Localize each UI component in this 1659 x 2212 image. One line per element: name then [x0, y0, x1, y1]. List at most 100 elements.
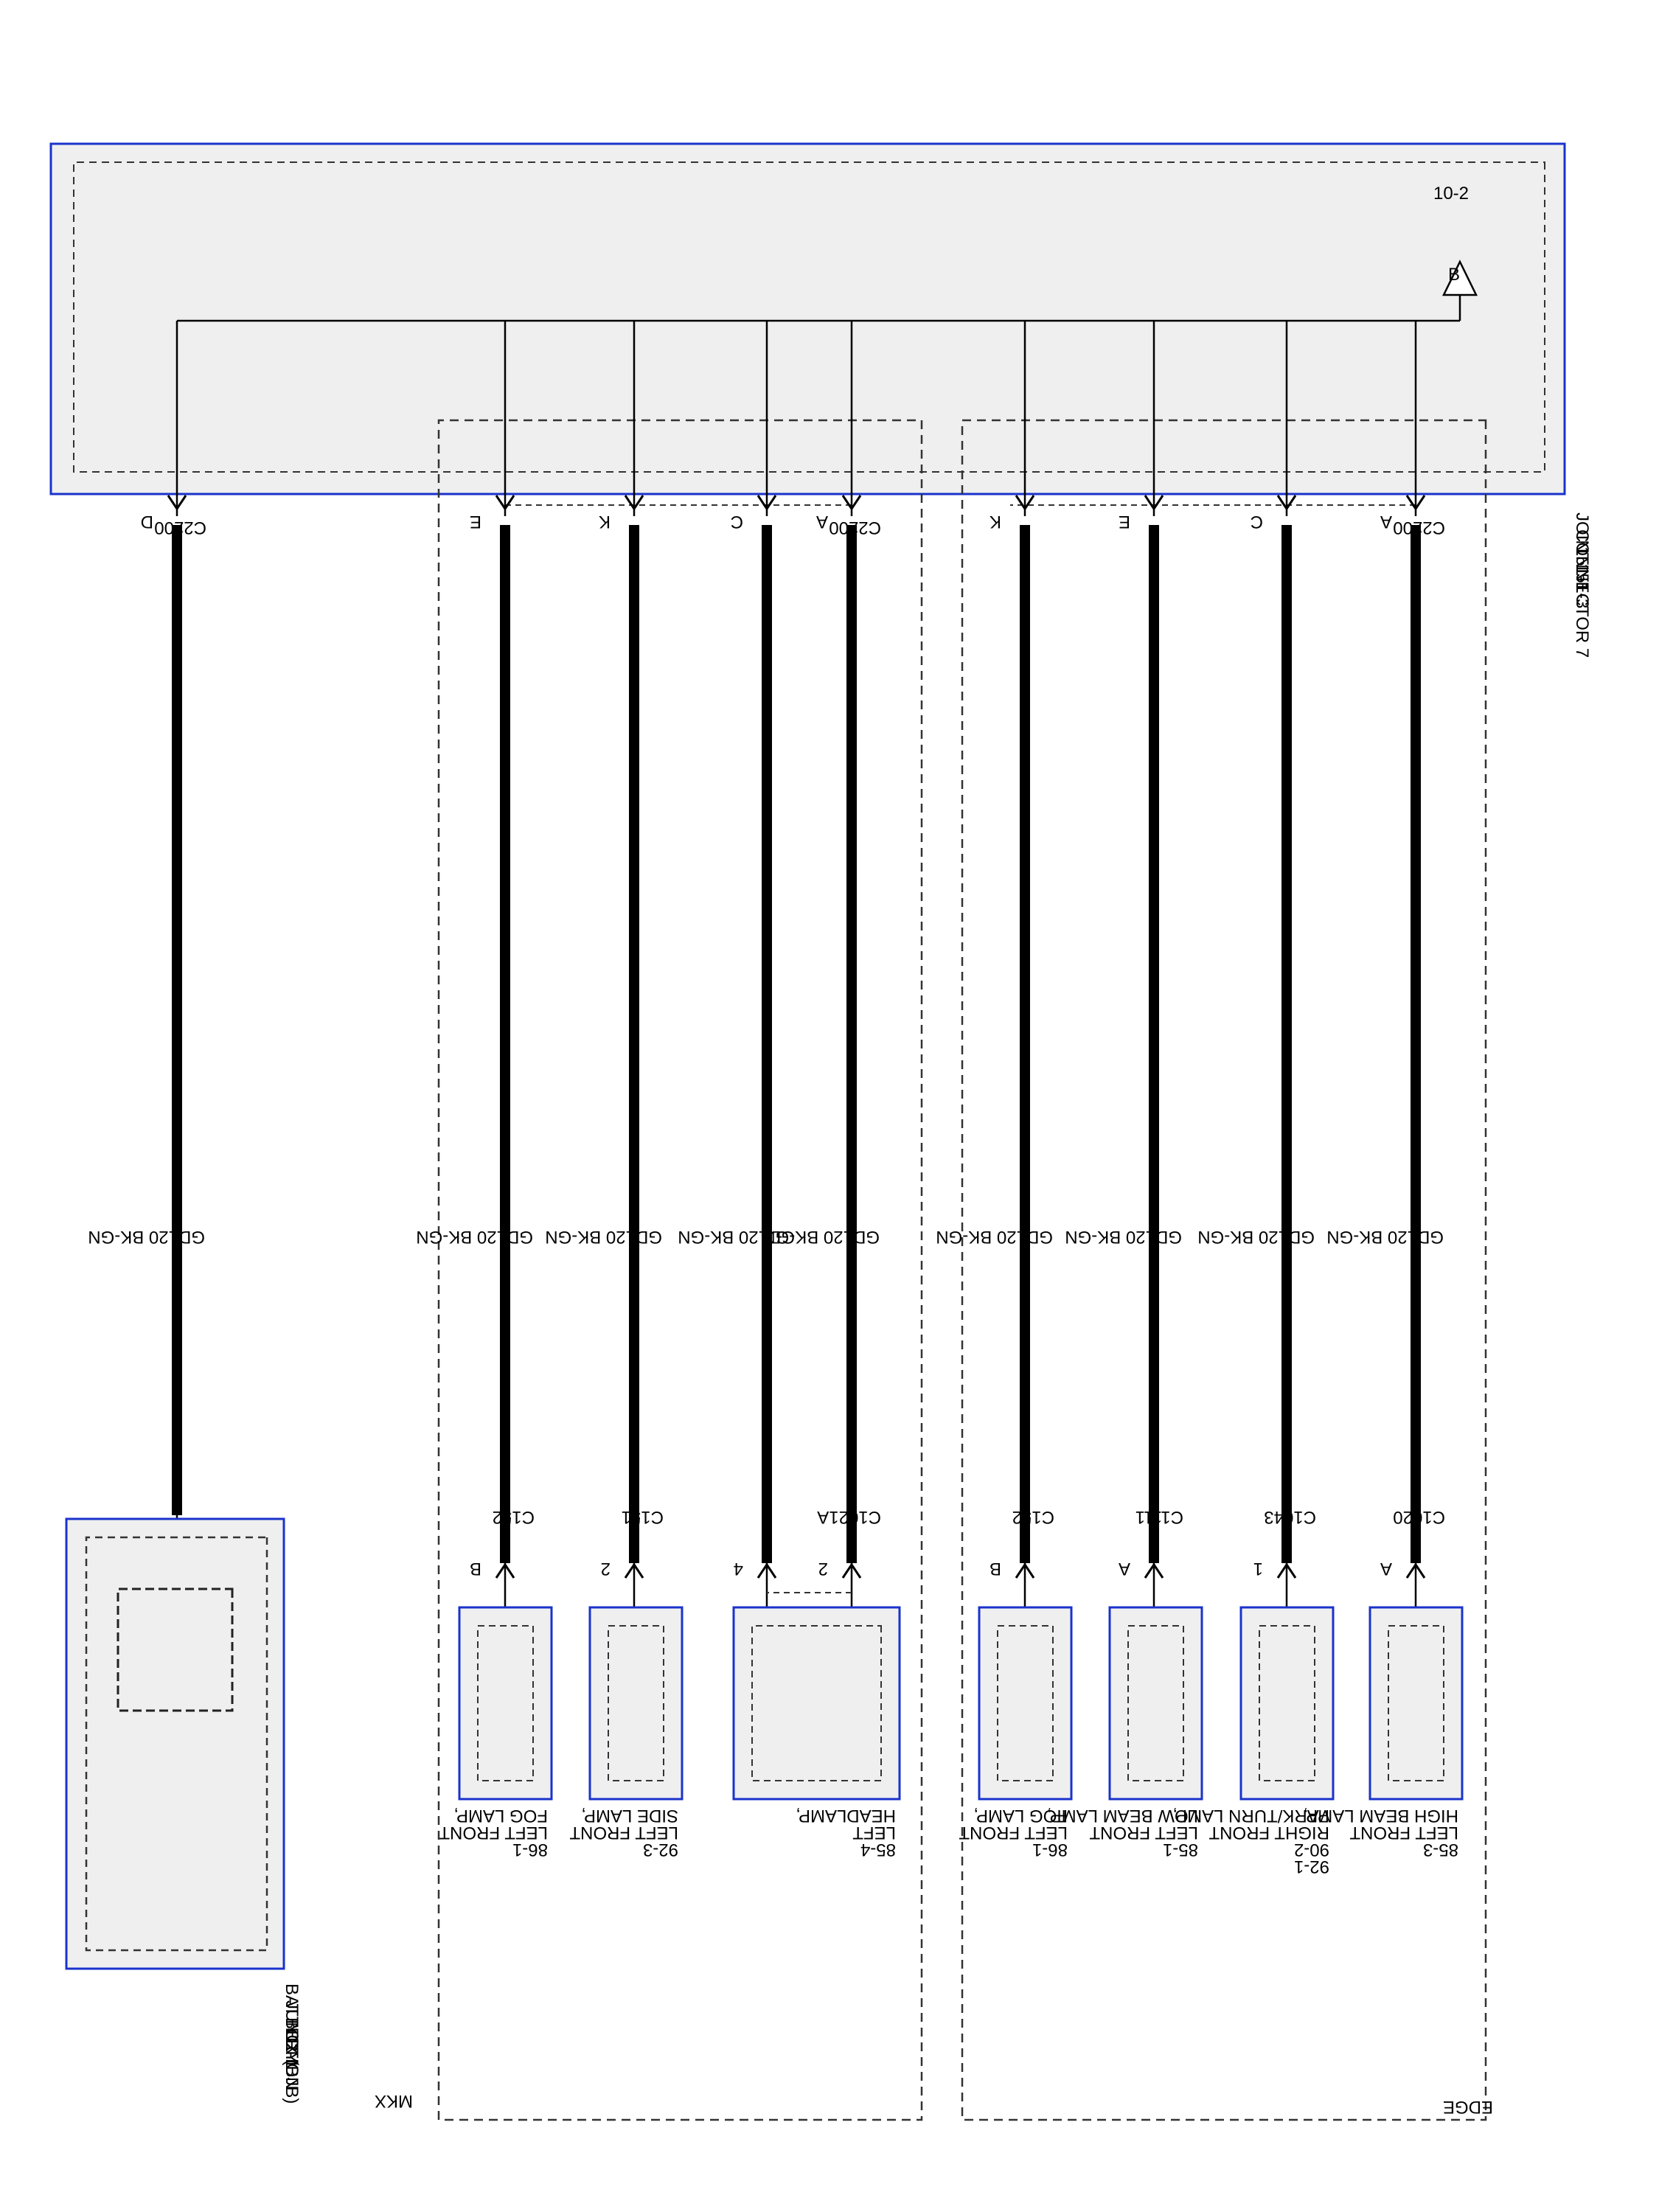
wire-side-lamp-circuit-label: GD120 BK-GN — [545, 1227, 662, 1247]
component-park-turn-label-line-4: 92-1 — [1294, 1857, 1329, 1877]
wire-fog-edge-circuit-label: GD120 BK-GN — [936, 1227, 1053, 1247]
wire-high-beam-bottom-connector: C1020 — [1393, 1507, 1445, 1527]
wire-fog-edge-bottom-pin: B — [990, 1559, 1001, 1579]
component-park-turn-inner — [1259, 1625, 1315, 1781]
component-side-lamp-inner — [608, 1625, 664, 1781]
wire-park-turn-bottom-pin: 1 — [1253, 1559, 1263, 1579]
wire-high-beam-top-chevron-icon — [1405, 495, 1426, 511]
component-fog-edge-label-line-3: 86-1 — [1032, 1840, 1068, 1860]
component-park-turn-box — [1239, 1606, 1335, 1801]
wire-headlamp-top-chevron-icon — [841, 495, 862, 511]
wire-fog-mkx-bottom-pin: B — [470, 1559, 481, 1579]
ground-letter: B — [1448, 265, 1460, 285]
wire-headlamp-top-connector: C2200 — [829, 518, 881, 538]
component-side-lamp-box — [588, 1606, 684, 1801]
wire-fog-mkx-circuit-label: GD120 BK-GN — [416, 1227, 533, 1247]
component-headlamp-label-line-1: HEADLAMP, — [796, 1806, 896, 1826]
jc-label-line-1: JOINT — [1572, 512, 1592, 564]
component-high-beam-box — [1368, 1606, 1464, 1801]
component-headlamp-label-line-2: LEFT — [852, 1823, 896, 1843]
wire-high-beam-top-pin: A — [1380, 512, 1392, 532]
component-fog-mkx-label-line-1: FOG LAMP, — [453, 1806, 548, 1826]
wire-low-beam-top-pin: E — [1119, 512, 1130, 532]
component-fog-edge-label-line-2: LEFT FRONT — [959, 1823, 1068, 1843]
wire-headlamp-top-pin: A — [816, 512, 828, 532]
component-park-turn-label-line-2: RIGHT FRONT — [1208, 1823, 1329, 1843]
wire-bjb-circuit-label: GD120 BK-GN — [88, 1227, 205, 1247]
component-fog-mkx-label-line-3: 86-1 — [512, 1840, 548, 1860]
wire-bjb-top-connector: C2200 — [154, 518, 206, 538]
wire-low-beam-bottom-connector: C1111 — [1135, 1507, 1183, 1527]
wire-headlamp-4-circuit-label: GD120 BK-GN — [678, 1227, 795, 1247]
wire-high-beam-top-connector: C2200 — [1393, 518, 1445, 538]
component-headlamp-label-line-3: 85-4 — [860, 1840, 896, 1860]
component-fog-edge-inner — [997, 1625, 1054, 1781]
mkx-group-label: MKX — [375, 2091, 413, 2111]
wire-low-beam-top-chevron-icon — [1144, 495, 1164, 511]
edge-group-label: EDGE — [1443, 2097, 1493, 2117]
wire-side-lamp-bottom-pin: 2 — [601, 1559, 611, 1579]
component-high-beam-inner — [1388, 1625, 1444, 1781]
bjb-label-line-4: 11-1 — [282, 2034, 302, 2068]
wire-bjb-top-pin: D — [141, 512, 153, 532]
wire-fog-edge-top-chevron-icon — [1015, 495, 1035, 511]
component-fog-mkx-label-line-2: LEFT FRONT — [439, 1823, 548, 1843]
jc-label-line-2: CONNECTOR 7 — [1572, 529, 1592, 658]
component-headlamp-box — [732, 1606, 901, 1801]
component-side-lamp-label-line-1: SIDE LAMP, — [581, 1806, 678, 1826]
wire-park-turn-top-chevron-icon — [1276, 495, 1297, 511]
wire-fog-edge-bottom-connector: C152 — [1012, 1507, 1054, 1527]
wire-headlamp-4-top-chevron-icon — [757, 495, 777, 511]
rear-seat-release-relay — [116, 1587, 234, 1712]
component-headlamp-inner — [751, 1625, 882, 1781]
component-low-beam-inner — [1127, 1625, 1184, 1781]
wire-fog-mkx-bottom-connector: C152 — [493, 1507, 535, 1527]
bjb-label-line-2: JUNCTION — [282, 2000, 302, 2090]
wire-headlamp-bottom-pin: 2 — [818, 1559, 828, 1579]
wire-headlamp-4-bottom-pin: 4 — [734, 1559, 743, 1579]
wire-park-turn-top-pin: C — [1251, 512, 1263, 532]
wire-park-turn-bottom-connector: C1043 — [1264, 1507, 1316, 1527]
component-fog-mkx-box — [458, 1606, 553, 1801]
wire-side-lamp-top-pin: K — [599, 512, 611, 532]
component-low-beam-box — [1108, 1606, 1203, 1801]
wire-side-lamp-top-chevron-icon — [624, 495, 644, 511]
component-fog-edge-box — [978, 1606, 1073, 1801]
component-fog-edge-label-line-1: FOG LAMP, — [973, 1806, 1068, 1826]
component-high-beam-label-line-2: LEFT FRONT — [1349, 1823, 1458, 1843]
component-low-beam-label-line-1: LOW BEAM LAMP, — [1047, 1806, 1198, 1826]
wire-bjb-top-chevron-icon — [167, 495, 187, 511]
edge-group-box — [961, 419, 1487, 2121]
joint-connector-7: B 10-2 — [49, 142, 1566, 495]
jc-label-line-3: 151-1 — [1572, 546, 1592, 591]
component-side-lamp-label-line-2: LEFT FRONT — [569, 1823, 678, 1843]
component-low-beam-label-line-2: LEFT FRONT — [1089, 1823, 1198, 1843]
component-park-turn-label-line-1: PARK/TURN LAMP, — [1173, 1806, 1330, 1826]
wire-high-beam-circuit-label: GD120 BK-GN — [1326, 1227, 1444, 1247]
wire-headlamp-circuit-label: GD120 BK-GN — [762, 1227, 880, 1247]
wire-fog-edge-top-pin: K — [990, 512, 1001, 532]
wire-park-turn-circuit-label: GD120 BK-GN — [1197, 1227, 1315, 1247]
bjb-label: BATTERY JUNCTION BOX (BJB) 11-1 — [282, 1983, 302, 2104]
component-high-beam-label-line-1: HIGH BEAM LAMP, — [1304, 1806, 1458, 1826]
wire-low-beam-bottom-pin: A — [1119, 1559, 1130, 1579]
battery-junction-box — [65, 1517, 285, 1970]
wire-fog-mkx-top-pin: E — [470, 512, 481, 532]
component-low-beam-label-line-3: 85-1 — [1163, 1840, 1198, 1860]
component-fog-mkx-inner — [477, 1625, 534, 1781]
jc-label-line-4: 151-3 — [1572, 563, 1592, 608]
joint-connector-label: JOINT CONNECTOR 7 151-1 151-3 — [1572, 512, 1592, 658]
wire-side-lamp-bottom-connector: C151 — [622, 1507, 664, 1527]
bjb-label-line-3: BOX (BJB) — [282, 2017, 302, 2104]
component-high-beam-label-line-3: 85-3 — [1423, 1840, 1458, 1860]
wire-low-beam-circuit-label: GD120 BK-GN — [1065, 1227, 1182, 1247]
wire-fog-mkx-top-chevron-icon — [495, 495, 515, 511]
